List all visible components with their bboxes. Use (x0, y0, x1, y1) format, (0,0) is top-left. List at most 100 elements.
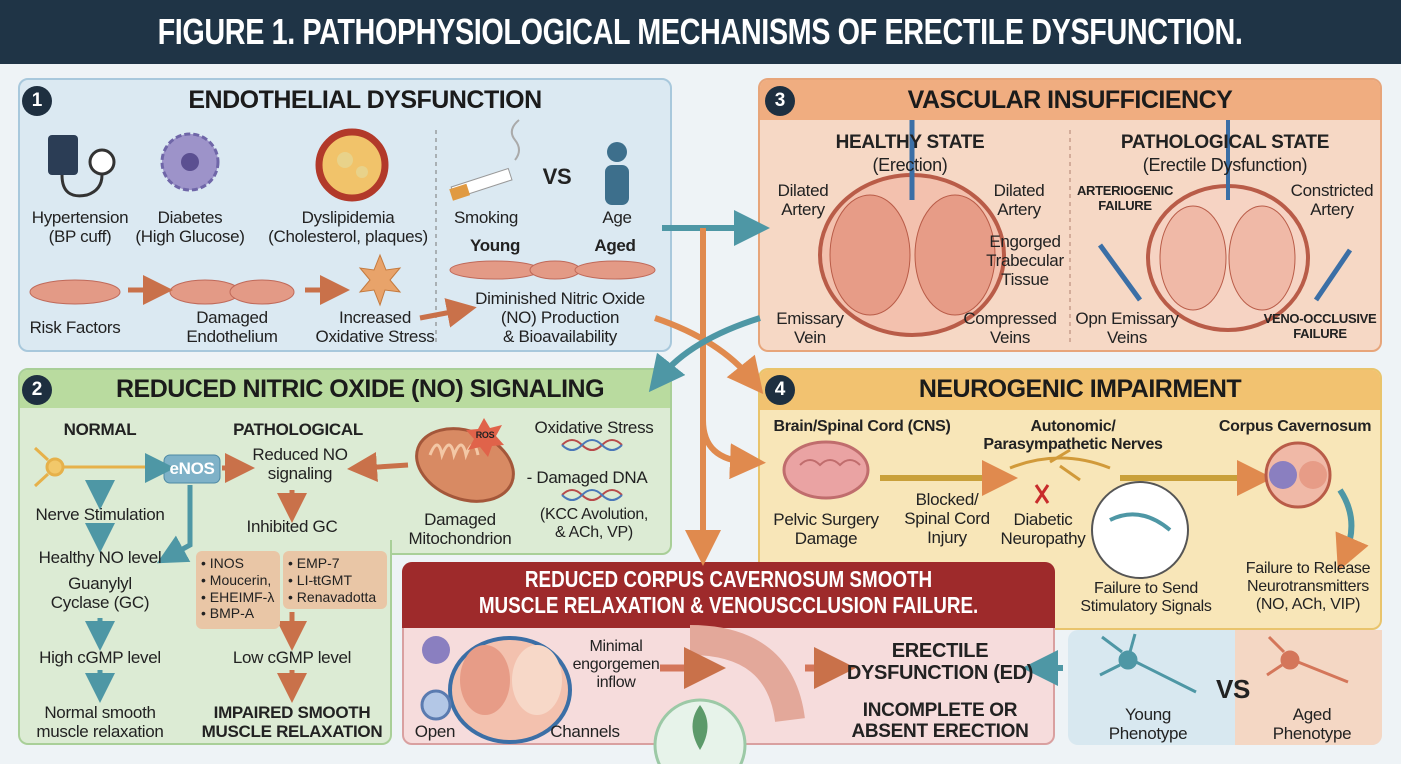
bp-cuff-icon (48, 135, 116, 198)
label-damaged-dna: - Damaged DNA (526, 468, 648, 487)
title-bar: FIGURE 1. PATHOPHYSIOLOGICAL MECHANISMS … (0, 0, 1401, 64)
label-spinal-cord-injury: Blocked/ Spinal Cord Injury (904, 490, 990, 548)
pathological-heading: PATHOLOGICAL (233, 420, 363, 439)
penile-cross-section-icon (448, 636, 572, 744)
label-nerve-stimulation: Nerve Stimulation (35, 505, 165, 524)
aged-neuron-icon (1266, 635, 1349, 684)
label-open-emissary-veins: Opn Emissary Veins (1075, 309, 1179, 348)
synapse-zoom-icon (1091, 481, 1189, 579)
healthy-state-sub: (Erection) (872, 155, 948, 175)
ros-label: ROS (475, 430, 495, 440)
cigarette-icon (449, 119, 520, 201)
label-pelvic-surgery: Pelvic Surgery Damage (773, 510, 879, 549)
label-guanylyl-cyclase: Guanylyl Cyclase (GC) (50, 574, 150, 613)
label-reduced-no: Reduced NO signaling (252, 445, 348, 484)
panel3-header-bg (760, 80, 1380, 120)
label-kcc: (KCC Avolution, & ACh, VP) (539, 506, 649, 541)
nerve-icon (1009, 448, 1111, 482)
label-compressed-veins: Compressed Veins (963, 309, 1057, 348)
pathological-state-title: PATHOLOGICAL STATE (1120, 132, 1330, 153)
panel-endothelial-dysfunction (18, 78, 672, 352)
glucose-cell-icon (160, 132, 220, 192)
channel-icon (420, 689, 452, 721)
cell-icon (422, 636, 450, 664)
panel1-title: ENDOTHELIAL DYSFUNCTION (188, 86, 542, 114)
center-title: REDUCED CORPUS CAVERNOSUM SMOOTH MUSCLE … (478, 566, 979, 619)
panel3-title: VASCULAR INSUFFICIENCY (907, 86, 1233, 114)
label-young-phenotype: Young Phenotype (1108, 705, 1188, 744)
pathological-flow-arrows (222, 452, 409, 703)
label-low-cgmp: Low cGMP level (232, 648, 352, 667)
label-high-cgmp: High cGMP level (39, 648, 161, 667)
label-failure-send: Failure to Send Stimulatory Signals (1080, 580, 1212, 615)
corpus-cavernosum-icon (1264, 441, 1332, 509)
normal-heading: NORMAL (63, 420, 137, 439)
label-aged: Aged (594, 236, 636, 255)
label-diminished-no: Diminished Nitric Oxide (NO) Production … (475, 289, 645, 347)
label-veno-occlusive-failure: VENO-OCCLUSIVE FAILURE (1263, 311, 1377, 341)
label-dilated-artery-right: Dilated Artery (993, 181, 1045, 220)
label-oxidative-stress-2: Oxidative Stress (534, 418, 654, 437)
step-number-3: 3 (765, 86, 795, 116)
ros-burst-icon (466, 418, 504, 457)
step-number-1: 1 (22, 86, 52, 116)
endothelial-cells-icon (29, 260, 656, 305)
label-risk-factors: Risk Factors (29, 318, 121, 337)
label-diabetes: Diabetes (High Glucose) (135, 208, 245, 247)
pathology-factor-box-2: • EMP-7 • LI-ŧtGMT • Renavadotta (283, 551, 387, 609)
dna-icon (561, 439, 623, 501)
healthy-state-title: HEALTHY STATE (835, 132, 985, 153)
label-brain-cns: Brain/Spinal Cord (CNS) (773, 418, 951, 435)
label-oxidative-stress: Increased Oxidative Stress (315, 308, 435, 347)
label-diabetic-neuropathy: Diabetic Neuropathy (1000, 510, 1086, 549)
label-engorged-tissue: Engorged Trabecular Tissue (986, 232, 1064, 290)
center-header-bg (402, 562, 1055, 628)
label-minimal-engorgement: Minimal engorgemen inflow (572, 638, 660, 691)
label-failure-release: Failure to Release Neurotransmitters (NO… (1245, 560, 1371, 613)
young-neuron-icon (1099, 633, 1197, 694)
neuron-icon (33, 446, 150, 488)
label-constricted-artery: Constricted Artery (1290, 181, 1374, 220)
connector-arrows (648, 210, 1063, 686)
phenotype-vs: VS (1215, 674, 1251, 704)
erectile-dysfunction-label: ERECTILE DYSFUNCTION (ED) (846, 640, 1034, 685)
label-dyslipidemia: Dyslipidemia (Cholesterol, plaques) (268, 208, 428, 247)
step-number-4: 4 (765, 375, 795, 405)
brain-icon (782, 440, 870, 500)
panel2-title: REDUCED NITRIC OXIDE (NO) SIGNALING (115, 375, 605, 403)
label-dilated-artery-left: Dilated Artery (777, 181, 829, 220)
enos-label: eNOS (169, 459, 215, 478)
panel2-header-bg (20, 370, 670, 408)
vs-label: VS (542, 164, 572, 189)
ros-star-icon (358, 253, 402, 307)
label-age: Age (602, 208, 632, 227)
label-channels: Channels (550, 722, 620, 741)
plaque-artery-icon (315, 128, 389, 202)
label-arteriogenic-failure: ARTERIOGENIC FAILURE (1076, 183, 1174, 213)
person-icon (605, 142, 629, 205)
flow-arrows-p1 (128, 275, 477, 328)
mitochondrion-icon (415, 427, 515, 503)
figure-title: FIGURE 1. PATHOPHYSIOLOGICAL MECHANISMS … (158, 11, 1243, 52)
incomplete-erection-label: INCOMPLETE OR ABSENT ERECTION (851, 700, 1029, 743)
pathology-factor-box-1: • INOS • Moucerin, • EHEIMF-λ • BMP-A (196, 551, 280, 629)
label-damaged-endothelium: Damaged Endothelium (186, 308, 278, 347)
label-healthy-no: Healthy NO level (38, 548, 162, 567)
aged-phenotype-bg (1235, 630, 1382, 745)
label-young: Young (469, 236, 521, 255)
label-aged-phenotype: Aged Phenotype (1272, 705, 1352, 744)
panel4-title: NEUROGENIC IMPAIRMENT (918, 375, 1242, 403)
label-inhibited-gc: Inhibited GC (246, 517, 338, 536)
label-open: Open (414, 722, 456, 741)
healthy-cross-section-icon (818, 120, 1006, 337)
pathological-cross-section-icon (1097, 120, 1353, 332)
label-hypertension: Hypertension (BP cuff) (31, 208, 129, 247)
flaccid-penis-icon (689, 625, 805, 723)
neuro-flow-arrows (880, 460, 1369, 572)
label-impaired-relaxation: IMPAIRED SMOOTH MUSCLE RELAXATION (201, 703, 383, 742)
step-number-2: 2 (22, 375, 52, 405)
label-corpus-cavernosum: Corpus Cavernosum (1218, 418, 1372, 435)
label-emissary-vein: Emissary Vein (776, 309, 844, 348)
label-smoking: Smoking (453, 208, 519, 227)
